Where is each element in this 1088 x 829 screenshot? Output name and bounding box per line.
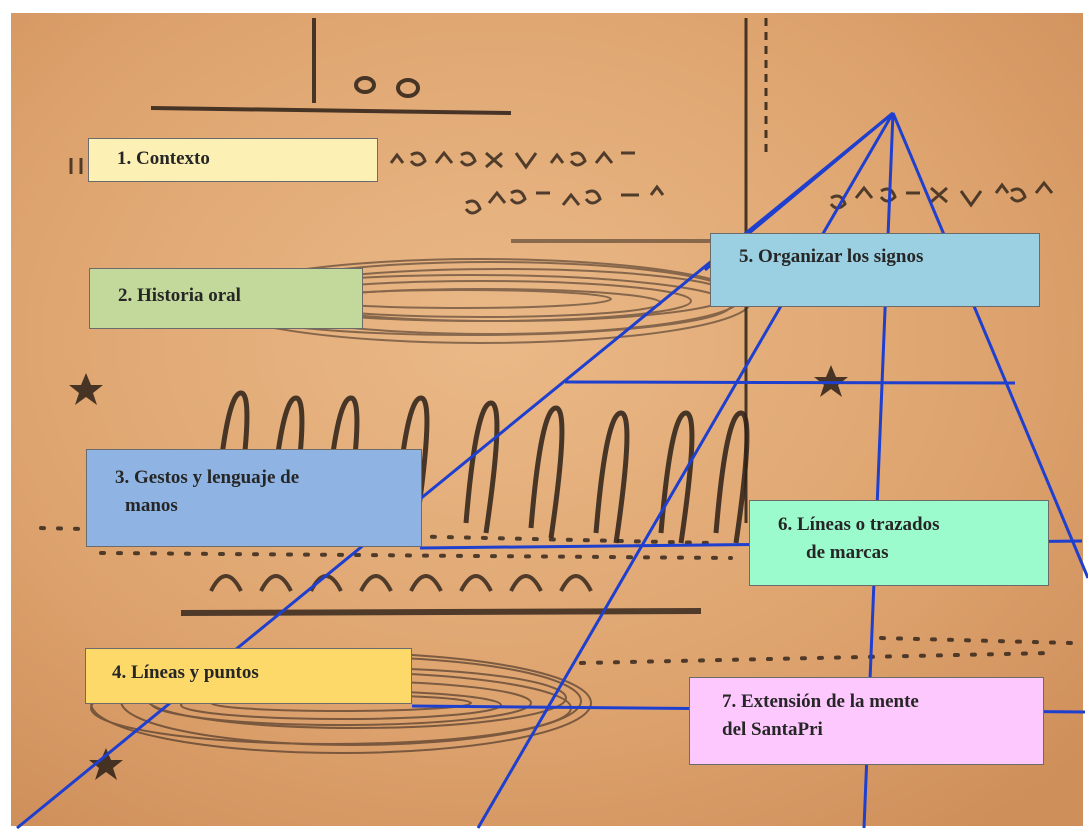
- label-extension-line2: del SantaPri: [722, 719, 823, 740]
- label-lineas-puntos: 4. Líneas y puntos: [85, 648, 412, 704]
- label-lineas-trazados-line1: 6. Líneas o trazados: [778, 514, 940, 535]
- label-lineas-puntos-text: 4. Líneas y puntos: [112, 662, 259, 683]
- label-historia-oral-text: 2. Historia oral: [118, 285, 241, 306]
- label-gestos-line2: manos: [125, 495, 178, 516]
- label-contexto-text: 1. Contexto: [117, 148, 210, 169]
- label-historia-oral: 2. Historia oral: [89, 268, 363, 329]
- label-lineas-trazados: 6. Líneas o trazados de marcas: [749, 500, 1049, 586]
- label-extension: 7. Extensión de la mente del SantaPri: [689, 677, 1044, 765]
- label-organizar: 5. Organizar los signos: [710, 233, 1040, 307]
- label-organizar-text: 5. Organizar los signos: [739, 246, 924, 267]
- label-extension-line1: 7. Extensión de la mente: [722, 691, 919, 712]
- label-lineas-trazados-line2: de marcas: [806, 542, 889, 563]
- label-gestos-line1: 3. Gestos y lenguaje de: [115, 467, 300, 488]
- label-contexto: 1. Contexto: [88, 138, 378, 182]
- label-gestos: 3. Gestos y lenguaje de manos: [86, 449, 422, 547]
